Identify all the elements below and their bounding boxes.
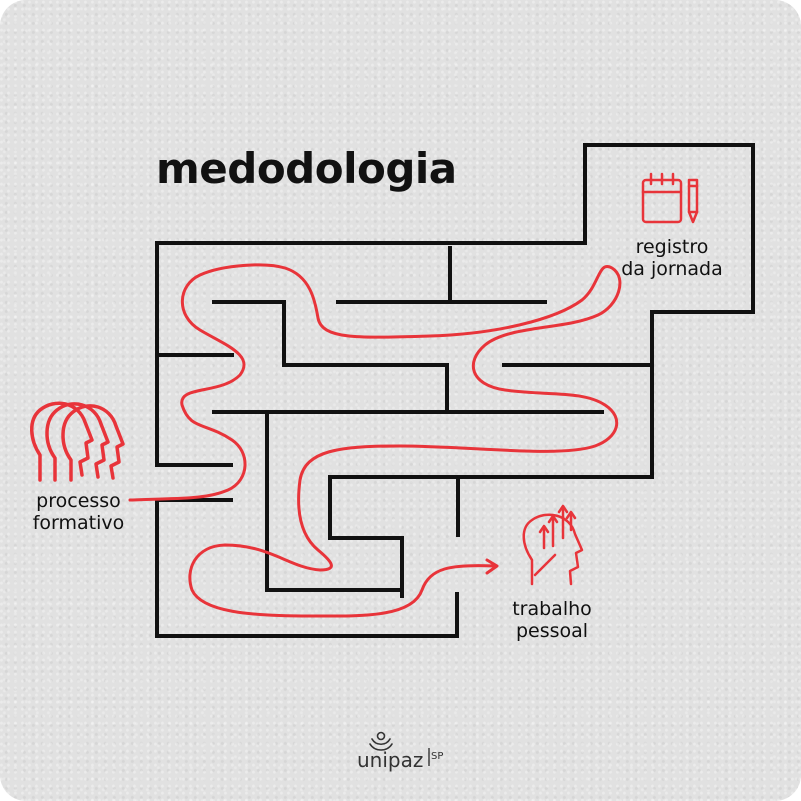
maze-walls: [155, 143, 755, 638]
trabalho-label-line1: trabalho: [512, 598, 592, 620]
stacked-heads-icon: [30, 401, 125, 482]
registro-label-line2: da jornada: [621, 258, 723, 280]
maze-outer-wall-bottom: [155, 498, 459, 638]
maze-wall: [212, 300, 449, 414]
page-title: medodologia: [156, 144, 457, 193]
head-growth-arrows-icon: [522, 504, 584, 586]
processo-label-line1: processo: [36, 490, 121, 512]
trabalho-label: trabalho pessoal: [492, 598, 612, 642]
processo-label-line2: formativo: [32, 512, 125, 534]
registro-label: registro da jornada: [612, 236, 732, 280]
maze-outer-wall: [155, 143, 755, 598]
registro-label-line1: registro: [635, 236, 709, 258]
calendar-pencil-icon: [641, 172, 699, 224]
unipaz-logo-mark: [369, 731, 430, 766]
processo-label: processo formativo: [16, 490, 141, 534]
journey-arrowhead: [485, 558, 499, 575]
logo-text: unipaz: [357, 748, 424, 772]
journey-path: [128, 263, 622, 618]
logo-sub: SP: [431, 751, 444, 762]
trabalho-label-line2: pessoal: [515, 620, 589, 642]
